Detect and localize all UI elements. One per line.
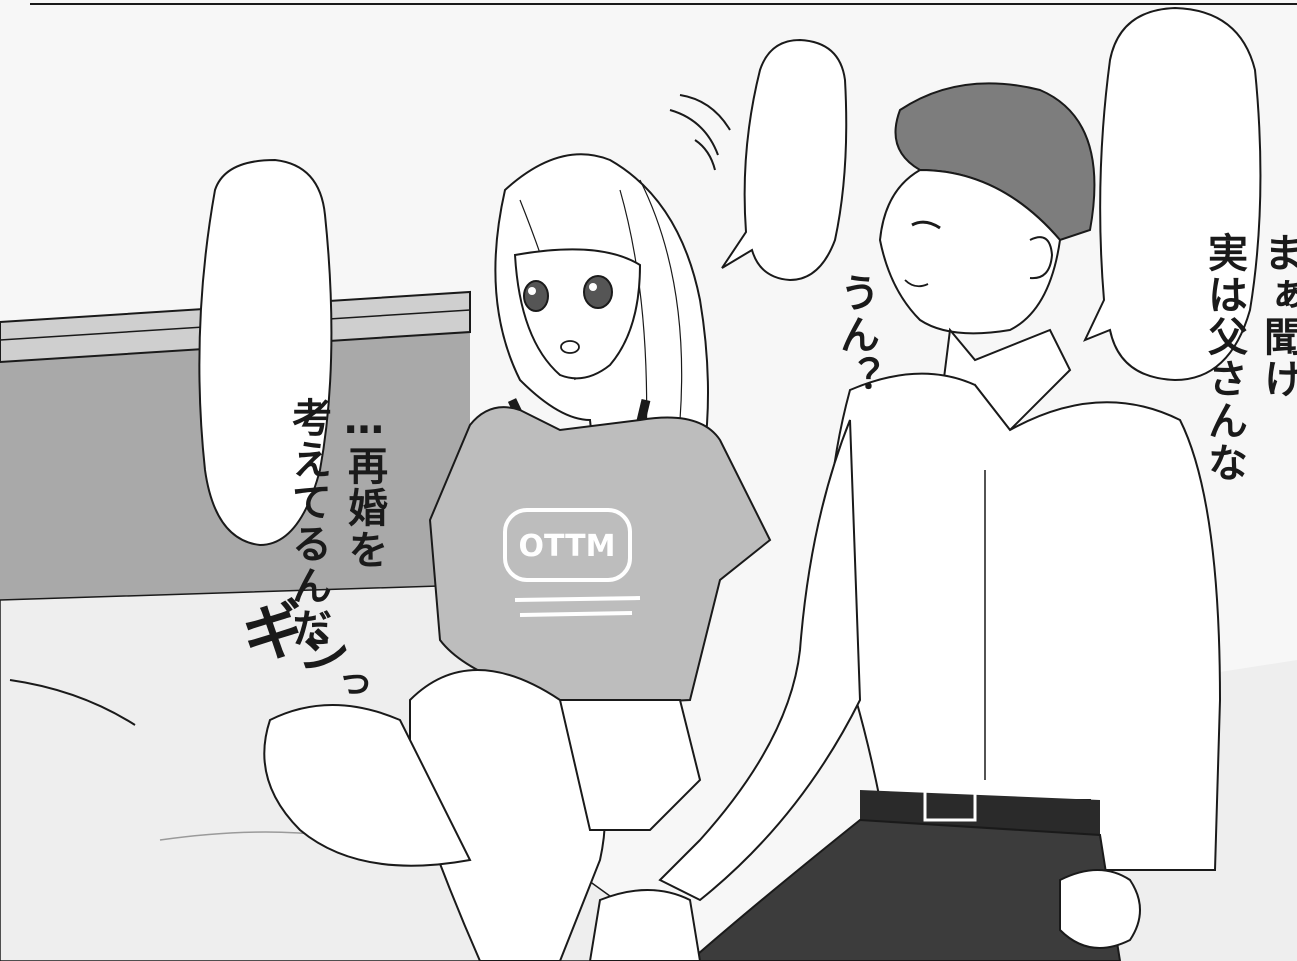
bubble-left-text: …再婚を 考えてるんだ — [224, 205, 448, 649]
speech-bubble-left — [198, 158, 333, 547]
bubble-left-line-1: …再婚を — [341, 397, 387, 571]
man-mouth — [904, 279, 929, 288]
girl-foot — [263, 704, 472, 867]
man-fist — [1059, 869, 1141, 949]
speech-bubble-middle — [721, 38, 848, 282]
girl-eye-right — [583, 275, 613, 309]
bubble-middle-line-1: うん？ — [833, 272, 879, 398]
shirt-print-text: OTTM — [519, 529, 616, 564]
girl-shirt — [428, 406, 772, 707]
man-eye — [911, 220, 941, 230]
bubble-left-line-2: 考えてるんだ — [285, 397, 331, 649]
girl-mouth — [560, 340, 580, 354]
man-hair — [894, 82, 1096, 242]
man-face — [878, 168, 1062, 335]
bubble-middle-text: うん？ — [772, 80, 940, 398]
shirt-print-frame — [503, 508, 632, 582]
girl-eye-left — [523, 280, 549, 312]
belt-buckle — [923, 788, 977, 822]
bubble-right-line-1: まぁ聞け — [1257, 232, 1297, 400]
man-arm-left — [658, 419, 862, 902]
bubble-right-text: まぁ聞け 実は父さんな — [1140, 40, 1297, 484]
speech-bubble-right — [1083, 6, 1262, 382]
man-hand — [588, 889, 702, 961]
bubble-right-line-2: 実は父さんな — [1201, 232, 1247, 484]
